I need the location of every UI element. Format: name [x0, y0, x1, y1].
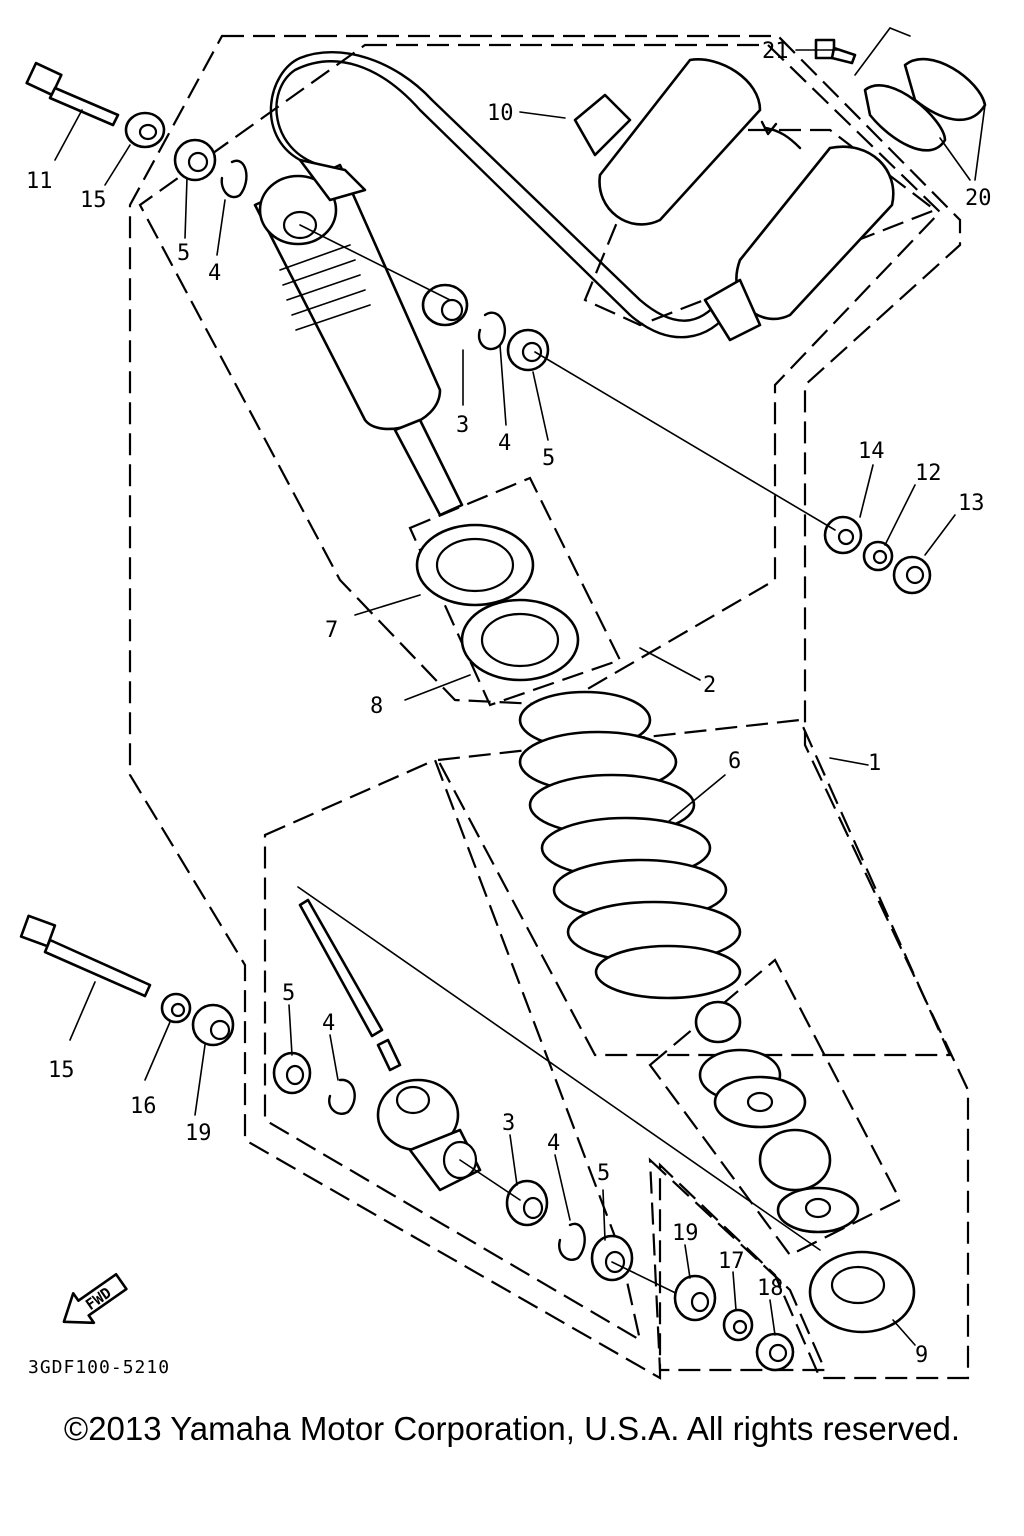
callout-3-lower: 3: [502, 1111, 515, 1136]
collar-15-top: [124, 111, 166, 149]
callout-17: 17: [718, 1249, 745, 1274]
callout-3-upper: 3: [456, 413, 469, 438]
callout-4-top-left: 4: [208, 261, 221, 286]
axis-line-lower-right: [459, 1159, 521, 1201]
bearing-5-top-left: [173, 138, 217, 182]
circlip-4-top-left: [220, 159, 248, 199]
bolt-11: [25, 61, 120, 127]
callout-7: 7: [325, 618, 338, 643]
band-20: [863, 57, 987, 152]
spring-seat-stack: [694, 1000, 860, 1234]
reservoir-cylinder: [703, 145, 895, 342]
nut-18: [755, 1332, 795, 1372]
callout-14: 14: [858, 439, 885, 464]
collar-19-right: [673, 1274, 717, 1322]
washer-17: [722, 1308, 754, 1342]
rear-shock-exploded-diagram: 1 2 3 4 5 4 5 11 15 10 21 20 14 12 13 7 …: [19, 27, 992, 1380]
callout-9: 9: [915, 1343, 928, 1368]
shock-absorber: [253, 158, 464, 517]
circlip-4-lower: [558, 1222, 586, 1261]
rotation-arrow: [763, 126, 802, 150]
adjuster-nut-8: [460, 598, 580, 682]
push-rod: [298, 898, 402, 1072]
callout-numbers: 1 2 3 4 5 4 5 11 15 10 21 20 14 12 13 7 …: [26, 39, 992, 1368]
washer-12: [862, 540, 894, 572]
callout-16: 16: [130, 1094, 157, 1119]
spring-6: [518, 690, 742, 1000]
bumper-9: [808, 1250, 916, 1334]
callout-1: 1: [868, 751, 881, 776]
bottom-right-outline: [648, 1157, 827, 1372]
callout-20: 20: [965, 186, 992, 211]
callout-8: 8: [370, 694, 383, 719]
callout-4-upper: 4: [498, 431, 511, 456]
callout-18: 18: [757, 1276, 784, 1301]
callout-5-upper: 5: [542, 446, 555, 471]
callout-12: 12: [915, 461, 942, 486]
callout-15-top: 15: [80, 188, 107, 213]
callout-19-right: 19: [672, 1221, 699, 1246]
axis-line-upper-right: [534, 351, 836, 531]
circlip-4-upper: [477, 311, 506, 351]
callout-15-lower: 15: [48, 1058, 75, 1083]
callout-10: 10: [487, 101, 514, 126]
diagram-code: 3GDF100-5210: [28, 1357, 170, 1378]
callout-5-lower: 5: [597, 1161, 610, 1186]
callout-19-left: 19: [185, 1121, 212, 1146]
bearing-5-lower-left: [272, 1051, 312, 1095]
seat-group-outline: [648, 958, 902, 1257]
callout-4-lower-left: 4: [322, 1011, 335, 1036]
bolt-15-lower: [19, 914, 152, 998]
fwd-arrow: FWD: [62, 1272, 128, 1325]
leader-lines: [54, 27, 986, 1346]
nut-13: [892, 555, 932, 595]
washer-16: [160, 992, 192, 1024]
collar-19-left: [191, 1003, 235, 1047]
callout-11: 11: [26, 169, 53, 194]
callout-5-lower-left: 5: [282, 981, 295, 1006]
spring-group-outline: [436, 718, 952, 1057]
callout-5-top-left: 5: [177, 241, 190, 266]
collar-3-lower: [505, 1179, 549, 1227]
callout-6: 6: [728, 749, 741, 774]
bearing-5-lower: [590, 1234, 634, 1282]
collar-14: [823, 515, 863, 555]
locknut-7: [415, 523, 535, 607]
callout-21: 21: [762, 39, 789, 64]
axis-line-lower: [297, 886, 821, 1251]
circlip-4-lower-left: [328, 1078, 356, 1115]
copyright-notice: ©2013 Yamaha Motor Corporation, U.S.A. A…: [63, 1410, 961, 1447]
callout-4-lower: 4: [547, 1131, 560, 1156]
assembly-2-outline: [138, 43, 942, 707]
callout-13: 13: [958, 491, 985, 516]
lower-clevis: [376, 1078, 482, 1192]
upper-collar-3: [421, 283, 469, 327]
reservoir-hose: [275, 60, 732, 339]
screw-21: [814, 38, 857, 65]
cover-10: [573, 58, 762, 226]
lower-bracket-outline: [263, 758, 642, 1343]
axis-line-upper: [299, 224, 451, 301]
bearing-5-upper: [506, 328, 550, 372]
callout-2: 2: [703, 673, 716, 698]
